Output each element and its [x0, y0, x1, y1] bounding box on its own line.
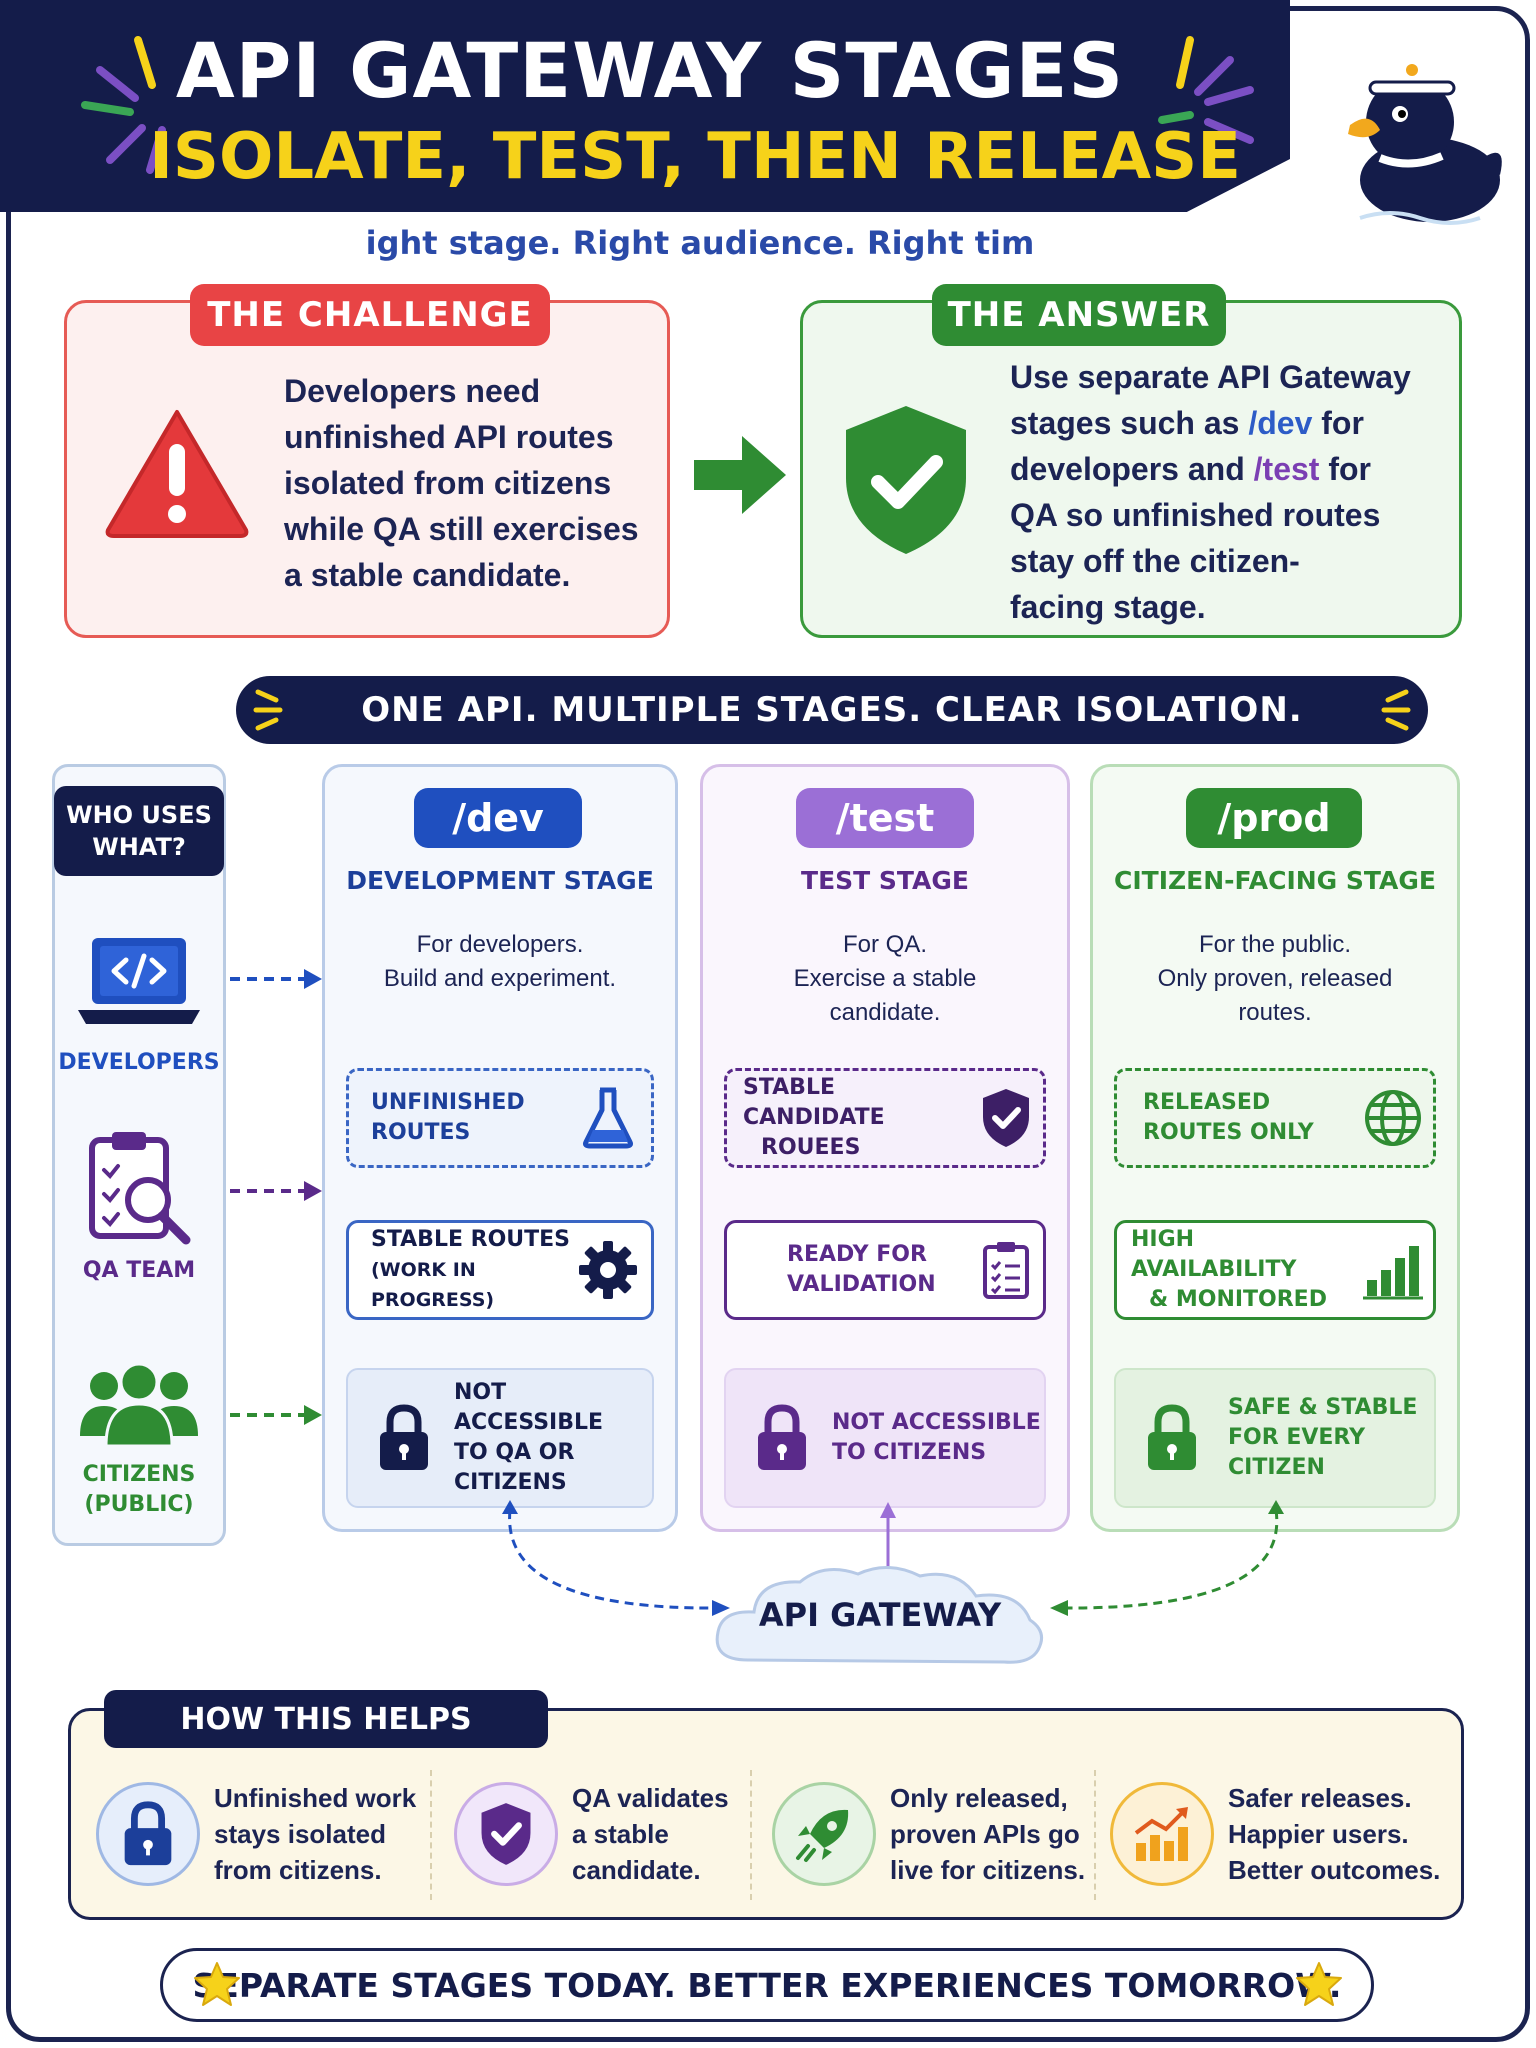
test-stage-name: TEST STAGE: [801, 866, 969, 895]
people-icon: [80, 1362, 198, 1448]
test-stage-path: /test: [796, 788, 974, 848]
globe-icon: [1365, 1090, 1421, 1146]
isolation-banner: ONE API. MULTIPLE STAGES. CLEAR ISOLATIO…: [236, 676, 1428, 744]
qa-flow-arrow: [230, 1181, 322, 1201]
api-gateway-label: API GATEWAY: [758, 1596, 1002, 1634]
shield-check-icon: [846, 406, 966, 554]
star-icon: [194, 1962, 240, 2006]
clipboard-search-icon: [89, 1132, 191, 1245]
lock-icon: [124, 1801, 172, 1866]
page-subtitle: ISOLATE, TEST, THEN RELEASE: [149, 120, 1241, 194]
dev-stage-path: /dev: [414, 788, 582, 848]
flask-icon: [583, 1087, 633, 1149]
shield-icon: [983, 1089, 1029, 1147]
how-this-helps-title: HOW THIS HELPS: [104, 1690, 548, 1748]
help-separator: [750, 1770, 752, 1900]
shield-check-icon: [481, 1803, 531, 1865]
help-separator: [430, 1770, 432, 1900]
lock-icon: [758, 1404, 806, 1470]
duck-mascot-icon: [1348, 64, 1502, 225]
dev-stage-name: DEVELOPMENT STAGE: [346, 866, 654, 895]
tagline: ight stage. Right audience. Right tim: [365, 224, 1035, 262]
laptop-code-icon: [78, 938, 200, 1024]
warning-icon: [105, 410, 249, 538]
qa-team-label: QA TEAM: [82, 1258, 196, 1283]
growth-chart-icon: [1134, 1807, 1188, 1861]
dev-stable-routes-box: STABLE ROUTES(WORK IN PROGRESS): [346, 1220, 654, 1320]
star-icon: [1296, 1962, 1342, 2006]
answer-label: THE ANSWER: [932, 284, 1226, 346]
challenge-label: THE CHALLENGE: [190, 284, 550, 346]
prod-stage-path: /prod: [1186, 788, 1362, 848]
footer-banner: SEPARATE STAGES TODAY. BETTER EXPERIENCE…: [160, 1948, 1374, 2022]
challenge-text: Developers need unfinished API routes is…: [284, 373, 639, 593]
lock-icon: [1148, 1404, 1196, 1470]
checklist-icon: [983, 1242, 1029, 1299]
prod-stage-name: CITIZEN-FACING STAGE: [1114, 866, 1436, 895]
citizen-flow-arrow: [230, 1405, 322, 1425]
answer-text: Use separate API Gateway stages such as …: [1010, 359, 1411, 625]
gear-icon: [579, 1241, 637, 1299]
arrow-right-icon: [694, 436, 786, 514]
bar-chart-icon: [1363, 1246, 1423, 1300]
citizens-label: CITIZENS(PUBLIC): [82, 1462, 196, 1517]
developer-flow-arrow: [230, 969, 322, 989]
page-title: API GATEWAY STAGES: [175, 26, 1125, 115]
help-separator: [1094, 1770, 1096, 1900]
header-band: [0, 0, 1290, 212]
help-item-outcomes: Safer releases.Happier users.Better outc…: [1110, 1774, 1440, 1894]
burst-icon: [1381, 689, 1411, 731]
prod-availability-box: HIGH AVAILABILITY& MONITORED: [1114, 1220, 1436, 1320]
rocket-icon: [796, 1809, 849, 1862]
burst-icon: [1158, 36, 1254, 144]
developers-label: DEVELOPERS: [58, 1050, 220, 1075]
burst-icon: [81, 36, 166, 174]
burst-icon: [253, 689, 283, 731]
gateway-connectors: [502, 1500, 1284, 1616]
cloud-icon: [715, 1565, 1044, 1664]
dev-stage-description: For developers.Build and experiment.: [383, 931, 617, 992]
lock-icon: [380, 1404, 428, 1470]
